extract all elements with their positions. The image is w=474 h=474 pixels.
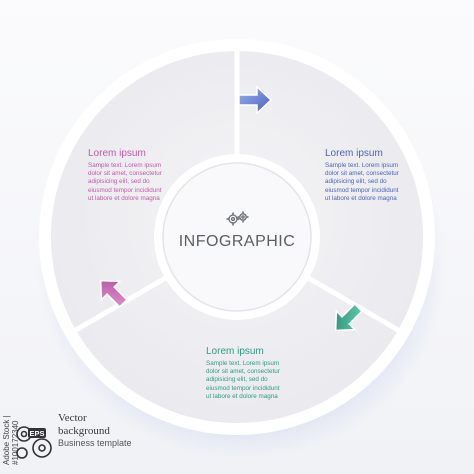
center-label: INFOGRAPHIC (178, 233, 296, 250)
segment-body-left: Sample text. Lorem ipsum dolor sit amet,… (88, 162, 162, 202)
arrow-right-icon (238, 85, 273, 115)
footer-subtitle: Business template (58, 438, 132, 448)
eps-badge-label: EPS (29, 429, 44, 438)
segment-title-bottom: Lorem ipsum (206, 346, 264, 357)
arrow-down-left-icon (334, 303, 363, 332)
eps-badge-icon: EPS (16, 426, 52, 459)
segment-body-bottom: Sample text. Lorem ipsum dolor sit amet,… (206, 360, 280, 400)
gears-icon (226, 211, 249, 226)
segment-title-left: Lorem ipsum (88, 148, 146, 159)
footer-title: Vector background (58, 412, 110, 437)
center-circle (162, 162, 312, 312)
segment-body-right: Sample text. Lorem ipsum dolor sit amet,… (325, 162, 399, 202)
arrow-up-left-icon (99, 279, 128, 308)
segment-title-right: Lorem ipsum (325, 148, 383, 159)
